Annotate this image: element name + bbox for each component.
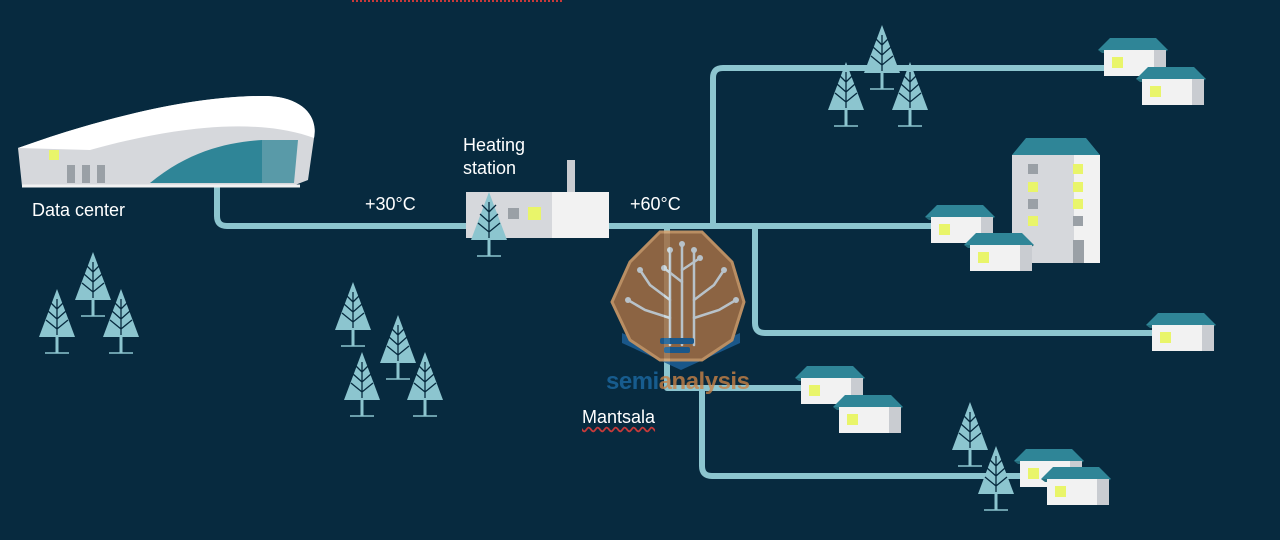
watermark-wordmark: semianalysis [606, 368, 750, 396]
watermark-text-part1: semi [606, 368, 659, 395]
pipe-east-branch [752, 226, 1155, 336]
semianalysis-watermark-logo [610, 230, 746, 370]
town-label: Mantsala [582, 407, 656, 427]
data-center-building [18, 95, 315, 188]
pipe-southeast-branch [699, 390, 1020, 479]
pipe-datacenter-to-station [214, 180, 470, 229]
heating-station-building [466, 160, 609, 238]
trees [38, 24, 1015, 511]
heating-station-label-line2: station [463, 158, 517, 178]
data-center-label: Data center [32, 200, 126, 220]
apartment-building [1012, 138, 1100, 263]
temperature-30-label: +30°C [365, 194, 416, 214]
watermark-text-part2: analysis [658, 368, 750, 395]
pipe-north-branch [710, 65, 1108, 226]
heating-station-label-line1: Heating [463, 135, 526, 155]
top-edge-mark [352, 0, 562, 4]
temperature-60-label: +60°C [630, 194, 681, 214]
